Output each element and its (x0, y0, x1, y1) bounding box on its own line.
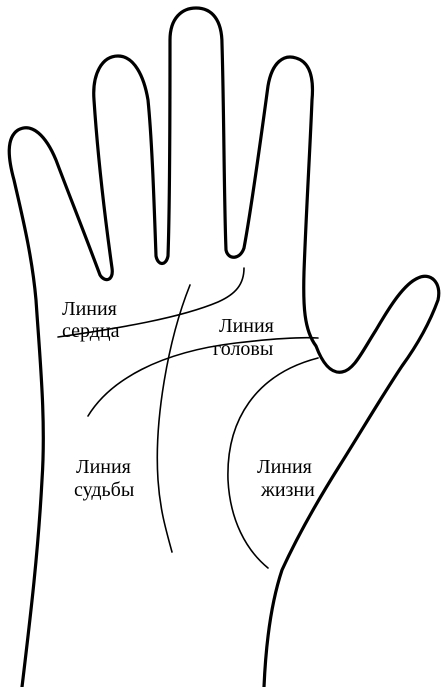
heart-line-label: Линия сердца (62, 298, 122, 342)
fate-line-label-line2: судьбы (74, 479, 134, 501)
fate-line-label-line1: Линия (76, 456, 131, 478)
fate-line (157, 285, 190, 552)
life-line-label: Линия жизни (257, 456, 317, 501)
heart-line-label-line2: сердца (62, 320, 120, 342)
life-line-label-line1: Линия (257, 456, 312, 478)
heart-line-label-line1: Линия (62, 298, 117, 320)
head-line-label-line2: головы (213, 338, 273, 360)
head-line-label-line1: Линия (219, 315, 274, 337)
fate-line-label: Линия судьбы (74, 456, 136, 501)
head-line (88, 338, 318, 416)
head-line-label: Линия головы (213, 315, 279, 360)
life-line-label-line2: жизни (260, 479, 315, 501)
